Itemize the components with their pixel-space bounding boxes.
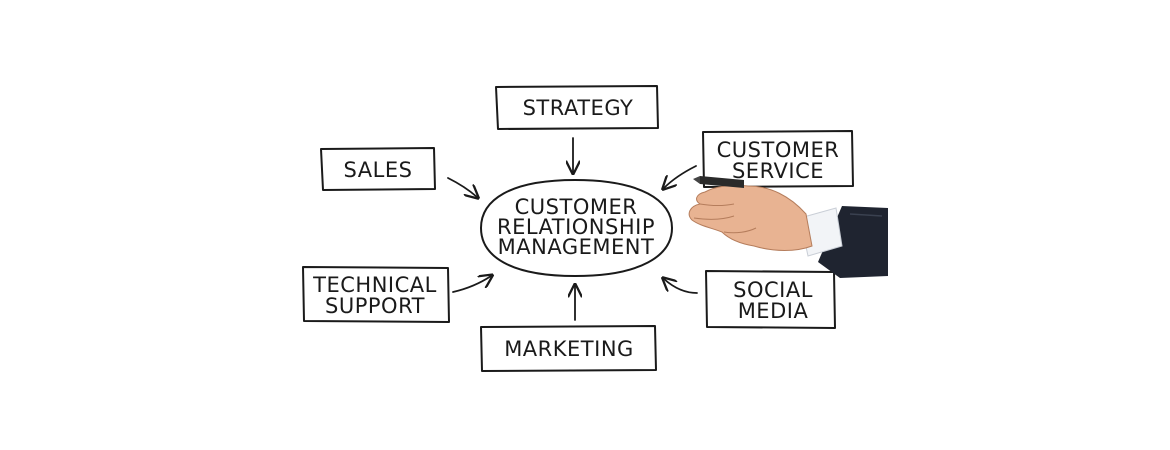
arrow-technical-support-to-center — [452, 276, 491, 293]
node-strategy: STRATEGY — [495, 85, 659, 130]
node-social-media: SOCIAL MEDIA — [705, 270, 836, 329]
node-technical-support-line-1: TECHNICAL — [312, 273, 437, 297]
center-line-1: CUSTOMER — [515, 195, 638, 219]
node-technical-support: TECHNICAL SUPPORT — [302, 266, 450, 323]
node-sales: SALES — [320, 147, 436, 191]
node-social-media-line-1: SOCIAL — [733, 278, 813, 302]
node-customer-service-line-1: CUSTOMER — [717, 138, 840, 162]
arrow-customer-service-to-center — [664, 165, 697, 188]
node-sales-label: SALES — [344, 158, 413, 182]
node-marketing: MARKETING — [480, 325, 657, 372]
center-line-3: MANAGEMENT — [498, 235, 655, 259]
center-line-2: RELATIONSHIP — [497, 215, 655, 239]
node-social-media-line-2: MEDIA — [738, 299, 809, 323]
node-customer-service-line-2: SERVICE — [732, 159, 824, 183]
node-technical-support-line-2: SUPPORT — [325, 294, 425, 318]
hand-holding-marker-icon — [688, 176, 888, 278]
center-node: CUSTOMER RELATIONSHIP MANAGEMENT — [480, 179, 673, 277]
arrow-social-media-to-center — [664, 279, 698, 294]
node-marketing-label: MARKETING — [504, 337, 634, 361]
node-customer-service: CUSTOMER SERVICE — [702, 130, 854, 188]
arrow-sales-to-center — [447, 177, 477, 197]
node-strategy-label: STRATEGY — [523, 96, 634, 120]
